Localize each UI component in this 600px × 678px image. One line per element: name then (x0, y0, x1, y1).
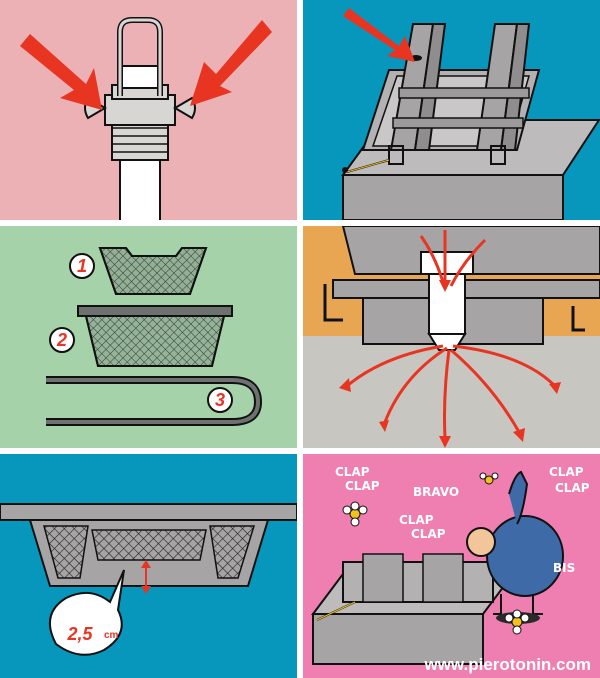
panel-flow-section (303, 226, 600, 448)
measure-value: 2,5 (66, 624, 93, 644)
label-circle-2 (49, 327, 75, 353)
panel-measurement: 2,5 cm (0, 454, 297, 678)
part-label-2: 2 (56, 330, 67, 350)
panel-parts-list: 1 2 3 (0, 226, 297, 448)
exclamation-clap: CLAP (399, 513, 434, 527)
exclamation-clap: CLAP (345, 479, 380, 493)
measure-unit: cm (104, 630, 119, 641)
exclamation-bis: BIS (553, 561, 575, 575)
label-circle-3 (207, 387, 233, 413)
part-label-1: 1 (77, 256, 87, 276)
panel-clamp-screw (0, 0, 297, 220)
panel-mold-frame (303, 0, 600, 220)
exclamation-clap: CLAP (335, 465, 370, 479)
panel-applause: CLAP CLAP BRAVO CLAP CLAP CLAP CLAP BIS … (303, 454, 600, 678)
exclamation-bravo: BRAVO (413, 485, 459, 499)
website-credit: www.pierotonin.com (423, 655, 591, 674)
exclamation-clap: CLAP (549, 465, 584, 479)
exclamation-clap: CLAP (411, 527, 446, 541)
exclamation-clap: CLAP (555, 481, 590, 495)
label-circle-1 (69, 253, 95, 279)
part-label-3: 3 (215, 390, 225, 410)
